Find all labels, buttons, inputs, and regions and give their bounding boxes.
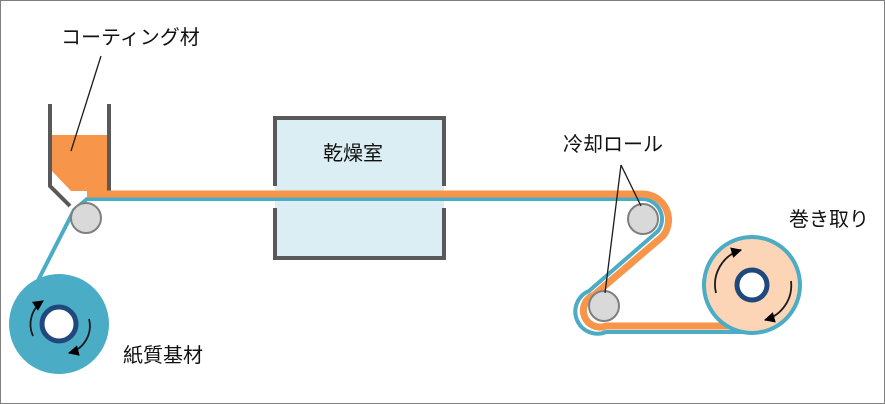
label-coating-material: コーティング材: [61, 25, 200, 49]
coating-material-fill: [52, 135, 108, 191]
label-drying-room: 乾燥室: [323, 141, 383, 165]
leader-line-coating: [70, 55, 102, 152]
rotation-arrow-icon: [29, 300, 44, 337]
coating-hopper: [48, 104, 111, 208]
take-up-roll: [702, 235, 802, 335]
rotation-arrow-icon: [763, 280, 793, 323]
paper-substrate-roll: [9, 274, 109, 374]
label-cooling-roll: 冷却ロール: [563, 132, 663, 156]
label-paper-substrate: 紙質基材: [123, 343, 203, 367]
rotation-arrow-icon: [714, 247, 743, 294]
cooling-roll-upper: [627, 203, 659, 235]
cooling-roll-lower: [588, 290, 620, 322]
label-take-up: 巻き取り: [789, 207, 869, 231]
rotation-arrow-icon: [67, 318, 91, 356]
guide-roll: [70, 202, 102, 234]
substrate-web: [24, 197, 749, 336]
drying-room-walls: [273, 116, 446, 260]
leader-line-cooling-lower: [604, 164, 622, 294]
drying-room-box: [275, 118, 444, 258]
leader-line-cooling-upper: [620, 164, 642, 207]
